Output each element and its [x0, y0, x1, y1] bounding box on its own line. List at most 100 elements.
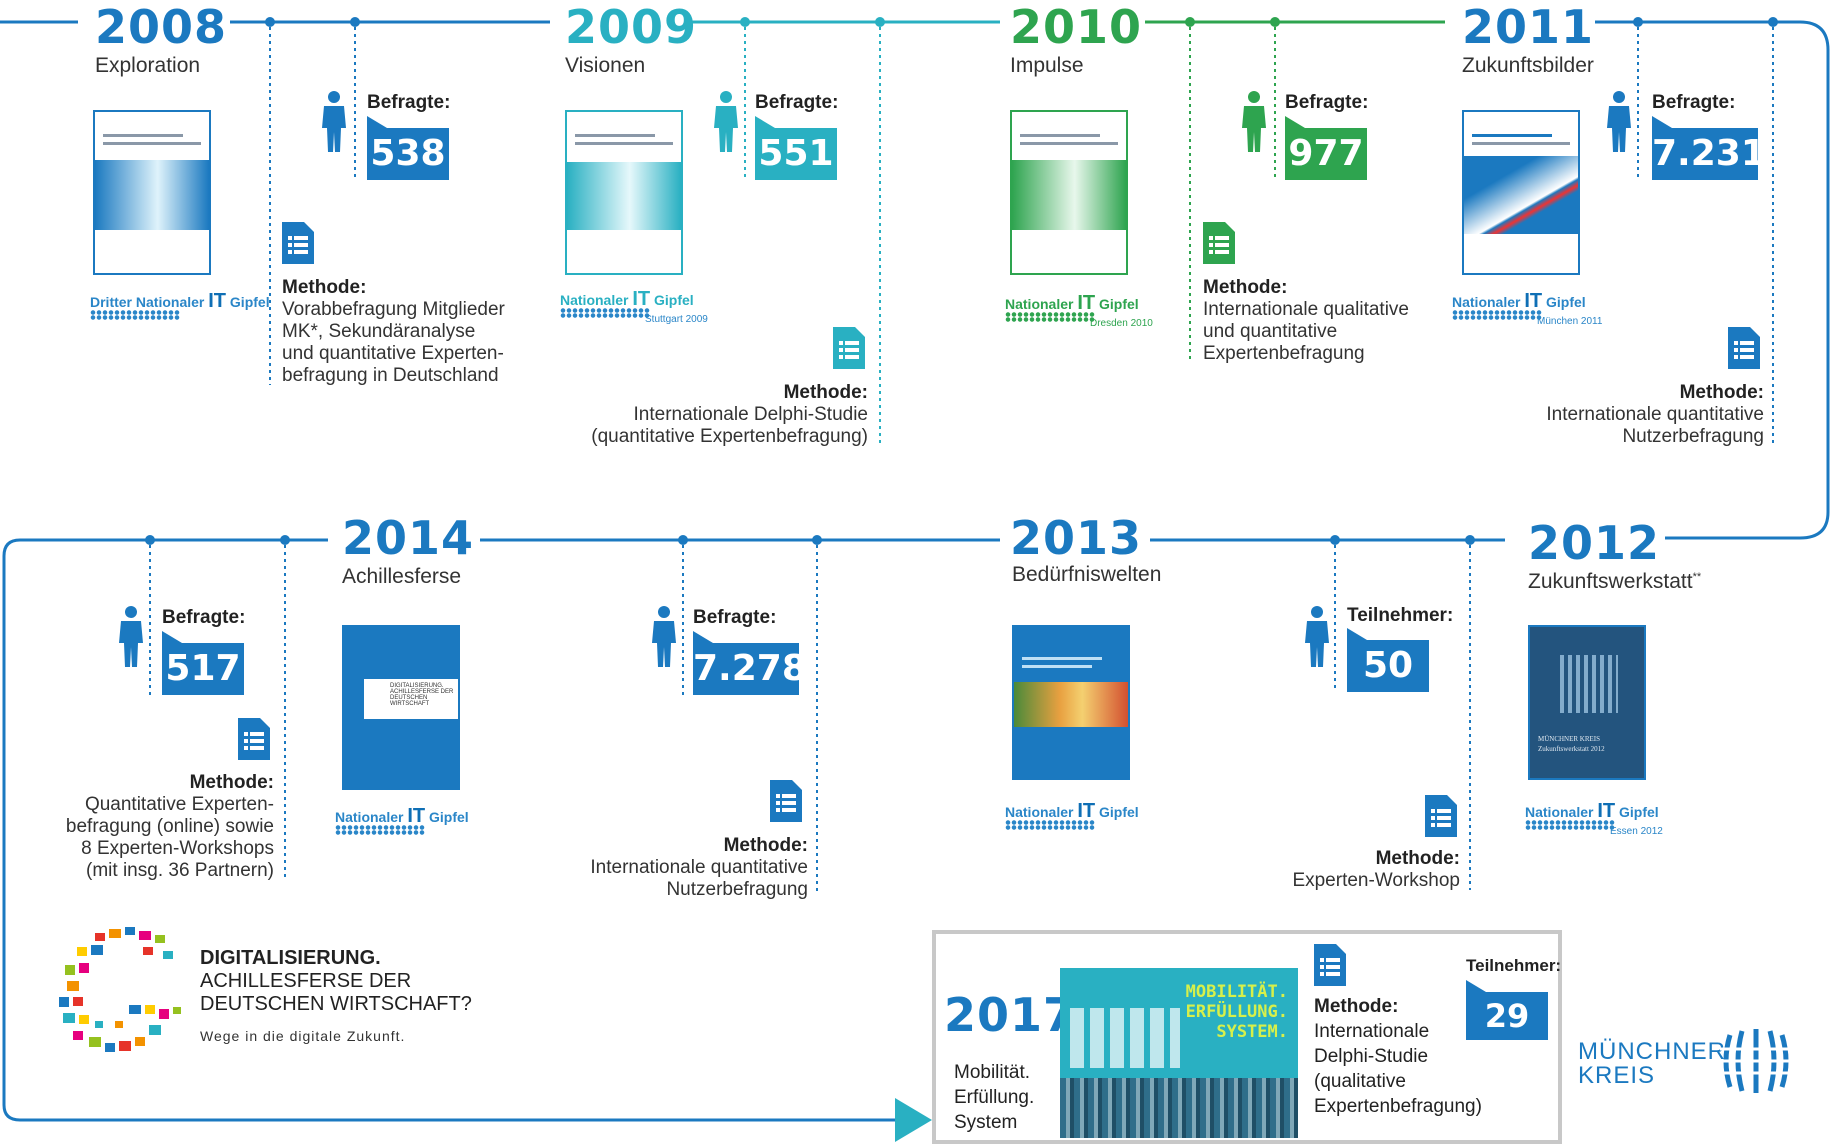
cover-2014: DIGITALISIERUNG. ACHILLESFERSE DER DEUTS…: [342, 625, 460, 790]
year-2012: 2012: [1528, 516, 1661, 570]
method-2010: Methode: Internationale qualitative und …: [1203, 277, 1409, 365]
method-line: (mit insg. 36 Partnern): [86, 860, 274, 881]
respondents-count-2014: 517: [162, 631, 244, 695]
method-title-2014: Methode:: [189, 772, 274, 793]
method-line: und quantitative Experten-: [282, 343, 504, 364]
cover-2012-title: MÜNCHNER KREIS: [1538, 735, 1601, 743]
method-line: 8 Experten-Workshops: [81, 838, 274, 859]
document-icon-2013: [770, 780, 802, 822]
cover-title-line: MOBILITÄT.: [1185, 982, 1288, 1002]
cover-2017-title: MOBILITÄT. ERFÜLLUNG. SYSTEM.: [1186, 982, 1288, 1042]
year-2009: 2009: [565, 0, 698, 54]
method-line: Expertenbefragung: [1203, 343, 1365, 364]
cover-2012-subtitle: Zukunftswerkstatt 2012: [1538, 745, 1605, 753]
cover-2011: [1462, 110, 1580, 275]
document-icon-2010: [1203, 222, 1235, 264]
theme-2014: Achillesferse: [342, 565, 462, 588]
method-line: (quantitative Expertenbefragung): [591, 426, 868, 447]
method-line: Expertenbefragung): [1314, 1096, 1482, 1117]
method-title-2008: Methode:: [282, 277, 367, 298]
participants-label-2017: Teilnehmer:: [1466, 956, 1562, 975]
participants-count-2012: 50: [1347, 628, 1429, 692]
method-line: Internationale quantitative: [590, 857, 808, 878]
person-icon-2013: [652, 606, 676, 667]
respondents-count-2011: 7.231: [1652, 116, 1766, 180]
theme-2013: Bedürfniswelten: [1012, 563, 1162, 586]
logo-tagline: Wege in die digitale Zukunft.: [200, 1028, 406, 1044]
mk-logo-line: MÜNCHNER: [1578, 1038, 1726, 1065]
cover-2008: [93, 110, 211, 275]
method-line: Internationale qualitative: [1203, 299, 1409, 320]
method-line: Experten-Workshop: [1292, 870, 1460, 891]
method-2014: Methode: Quantitative Experten- befragun…: [40, 772, 274, 882]
method-title-2009: Methode:: [783, 382, 868, 403]
method-line: Internationale: [1314, 1021, 1430, 1042]
theme-2011: Zukunftsbilder: [1462, 54, 1594, 77]
method-line: befragung in Deutschland: [282, 365, 499, 386]
method-line: und quantitative: [1203, 321, 1338, 342]
theme-line: Mobilität.: [954, 1062, 1031, 1083]
document-icon-2017: [1314, 944, 1346, 986]
respondents-count-2008: 538: [367, 116, 449, 180]
muenchner-kreis-logo-mark: [1720, 1029, 1792, 1093]
document-icon-2009: [833, 327, 865, 369]
method-line: (qualitative: [1314, 1071, 1406, 1092]
method-line: Internationale quantitative: [1546, 404, 1764, 425]
year-2013: 2013: [1010, 511, 1143, 565]
respondents-label-2010: Befragte:: [1285, 92, 1369, 113]
respondents-label-2009: Befragte:: [755, 92, 839, 113]
person-icon-2011: [1607, 91, 1631, 152]
logo-line: DEUTSCHEN WIRTSCHAFT?: [200, 993, 472, 1015]
person-icon-2014: [119, 606, 143, 667]
theme-line: System: [954, 1112, 1018, 1133]
theme-2012-text: Zukunftswerkstatt: [1528, 570, 1693, 593]
theme-2017: Mobilität. Erfüllung. System: [954, 1060, 1034, 1135]
method-line: Nutzerbefragung: [1622, 426, 1764, 447]
method-line: Quantitative Experten-: [84, 794, 274, 815]
theme-2012: Zukunftswerkstatt**: [1528, 570, 1701, 594]
participants-count-2017: 29: [1466, 980, 1548, 1040]
method-line: Internationale Delphi-Studie: [633, 404, 869, 425]
method-2012: Methode: Experten-Workshop: [1240, 848, 1460, 892]
person-icon-2009: [714, 91, 738, 152]
method-title-2012: Methode:: [1375, 848, 1460, 869]
year-2010: 2010: [1010, 0, 1143, 54]
cover-2014-line: ACHILLESFERSE DER: [390, 689, 454, 695]
method-line: Vorabbefragung Mitglieder: [282, 299, 505, 320]
method-2017: Methode: Internationale Delphi-Studie (q…: [1314, 994, 1482, 1119]
respondents-label-2014: Befragte:: [162, 607, 246, 628]
method-2009: Methode: Internationale Delphi-Studie (q…: [560, 382, 868, 448]
cover-2017: MOBILITÄT. ERFÜLLUNG. SYSTEM.: [1060, 968, 1298, 1138]
it-gipfel-logo-2013: Nationaler IT Gipfel: [1005, 800, 1139, 830]
respondents-count-2010: 977: [1285, 116, 1367, 180]
theme-line: Erfüllung.: [954, 1087, 1035, 1108]
respondents-count-2013: 7.278: [693, 631, 807, 695]
it-gipfel-logo-2014: Nationaler IT Gipfel: [335, 805, 469, 835]
document-icon-2008: [282, 222, 314, 264]
cover-2013: [1012, 625, 1130, 780]
document-icon-2014: [238, 718, 270, 760]
year-2014: 2014: [342, 511, 475, 565]
theme-2012-footnote: **: [1692, 571, 1702, 583]
theme-2008: Exploration: [95, 54, 201, 77]
method-line: Delphi-Studie: [1314, 1046, 1429, 1067]
respondents-label-2011: Befragte:: [1652, 92, 1736, 113]
respondents-count-2009: 551: [755, 116, 837, 180]
method-title-2013: Methode:: [723, 835, 808, 856]
year-2008: 2008: [95, 0, 228, 54]
cover-title-line: ERFÜLLUNG.: [1185, 1002, 1288, 1022]
person-icon-2010: [1242, 91, 1266, 152]
year-2017: 2017: [944, 988, 1077, 1042]
method-2011: Methode: Internationale quantitative Nut…: [1480, 382, 1764, 448]
theme-2009: Visionen: [565, 54, 646, 77]
method-title-2017: Methode:: [1314, 996, 1399, 1017]
method-line: MK*, Sekundäranalyse: [282, 321, 476, 342]
mk-logo-line: KREIS: [1578, 1062, 1656, 1089]
respondents-label-2008: Befragte:: [367, 92, 451, 113]
method-line: Nutzerbefragung: [666, 879, 808, 900]
